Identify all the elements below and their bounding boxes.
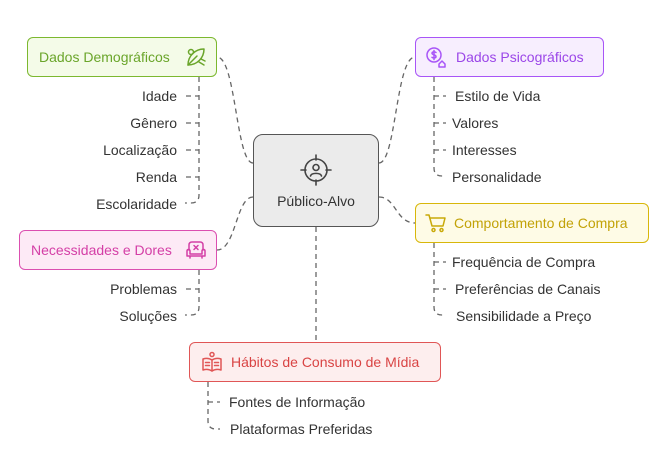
branch-comportamento (433, 243, 446, 316)
list-item: Sensibilidade a Preço (456, 308, 592, 324)
category-habitos-de-consumo-de-midia[interactable]: Hábitos de Consumo de Mídia (189, 342, 441, 382)
branch-psicograficos (433, 77, 446, 177)
newspaper-icon (202, 351, 222, 372)
category-comportamento-de-compra[interactable]: Comportamento de Compra (415, 203, 649, 243)
list-item: Plataformas Preferidas (230, 421, 373, 437)
leaf-icon (187, 48, 206, 66)
branch-demograficos (185, 77, 200, 204)
shopping-cart-icon (425, 214, 446, 233)
list-item: Soluções (119, 308, 177, 324)
target-person-icon (300, 153, 332, 186)
list-item: Preferências de Canais (455, 281, 601, 297)
category-necessidades-e-dores[interactable]: Necessidades e Dores (19, 230, 217, 270)
list-item: Estilo de Vida (455, 88, 541, 104)
list-item: Frequência de Compra (452, 254, 596, 270)
list-item: Renda (135, 169, 177, 185)
list-item: Gênero (130, 115, 177, 131)
connector-demograficos (216, 56, 254, 164)
list-item: Fontes de Informação (229, 394, 366, 410)
list-item: Problemas (110, 281, 177, 297)
center-label: Público-Alvo (277, 192, 355, 209)
list-item: Interesses (452, 142, 517, 158)
category-dados-demograficos[interactable]: Dados Demográficos (27, 37, 217, 77)
connector-necessidades (216, 196, 254, 251)
list-item: Idade (141, 88, 177, 104)
branch-habitos (207, 382, 220, 430)
category-title: Comportamento de Compra (454, 215, 628, 231)
money-head-icon (426, 47, 446, 68)
connector-comportamento (378, 196, 416, 224)
category-title: Necessidades e Dores (31, 242, 172, 258)
category-title: Dados Demográficos (39, 49, 170, 65)
list-item: Valores (452, 115, 499, 131)
category-title: Dados Psicográficos (456, 49, 584, 65)
branch-necessidades (185, 270, 200, 316)
category-dados-psicograficos[interactable]: Dados Psicográficos (415, 37, 604, 77)
list-item: Escolaridade (96, 196, 177, 212)
connector-psicograficos (378, 56, 416, 164)
center-node[interactable]: Público-Alvo (253, 134, 379, 227)
list-item: Personalidade (452, 169, 542, 185)
category-title: Hábitos de Consumo de Mídia (231, 354, 420, 370)
sofa-x-icon (186, 241, 206, 259)
list-item: Localização (103, 142, 177, 158)
